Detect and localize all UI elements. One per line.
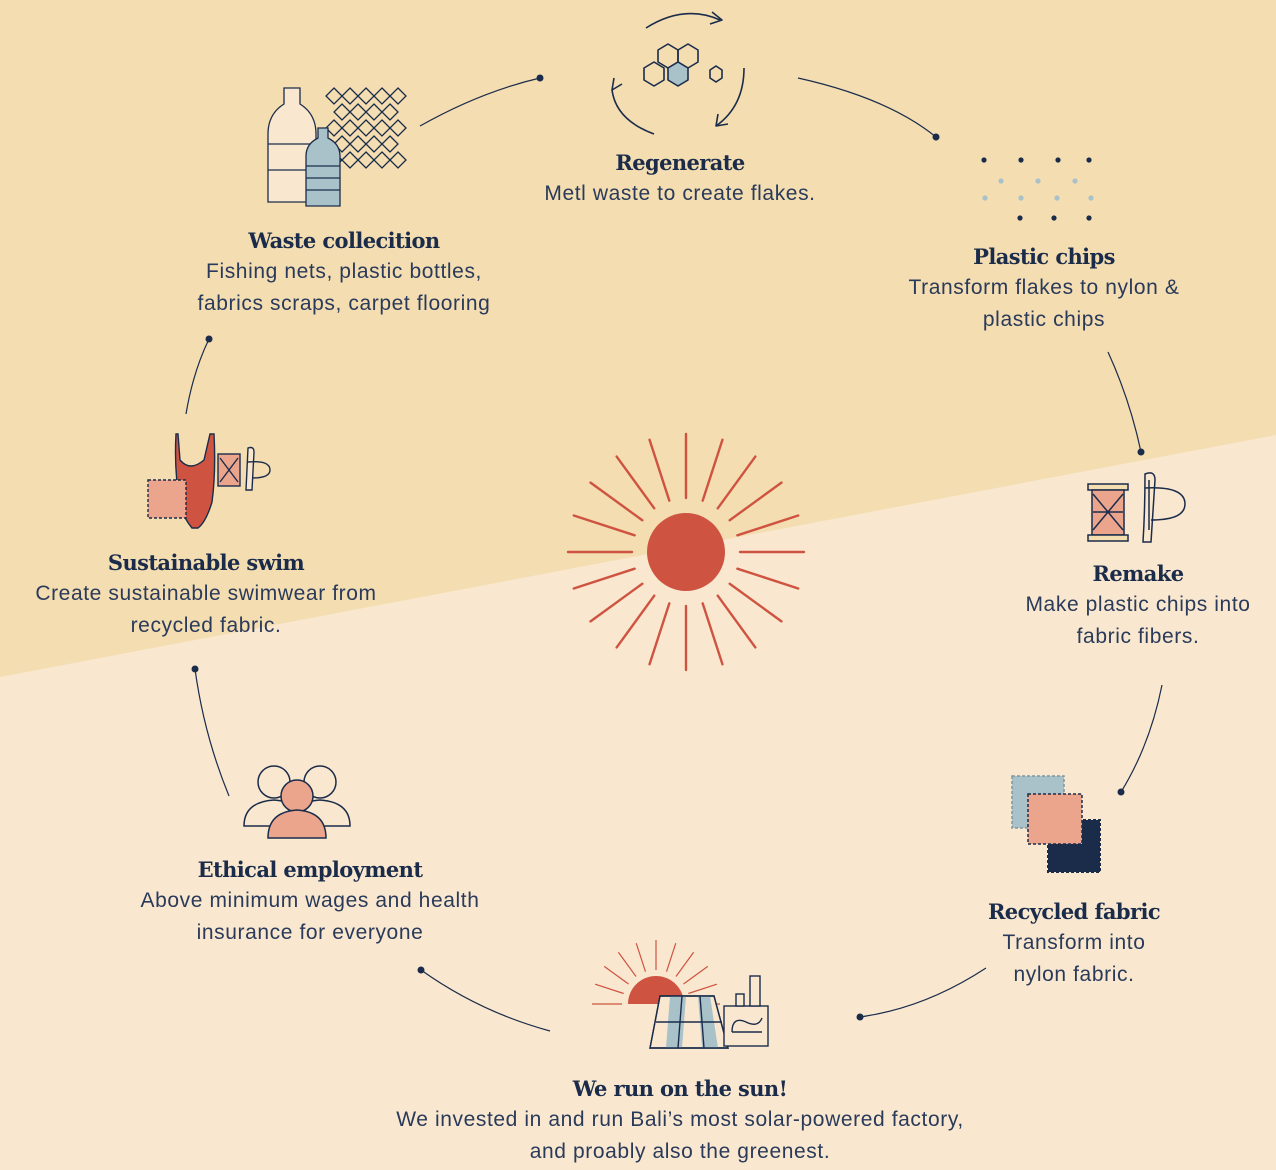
- step-recycled-fabric-desc: Transform into nylon fabric.: [1002, 931, 1146, 986]
- connector-waste-to-regenerate: [419, 77, 541, 127]
- connector-fabric-to-sun: [859, 967, 987, 1018]
- step-waste-collection-title: Waste collecition: [248, 228, 440, 253]
- swimsuit-icon: [147, 433, 271, 529]
- step-remake-title: Remake: [1092, 561, 1185, 586]
- connector-dot: [205, 335, 213, 343]
- step-ethical-employment: Ethical employment Above minimum wages a…: [100, 855, 520, 949]
- connector-swim-to-waste: [185, 338, 210, 415]
- step-sun-power-title: We run on the sun!: [572, 1076, 788, 1101]
- step-sustainable-swim-desc: Create sustainable swimwear from recycle…: [35, 582, 377, 637]
- step-regenerate-desc: Metl waste to create flakes.: [544, 182, 816, 205]
- step-ethical-employment-title: Ethical employment: [197, 857, 423, 882]
- connector-dot: [417, 966, 425, 974]
- spool-needle-icon: [1087, 472, 1186, 543]
- fabric-swatches-icon: [1011, 775, 1101, 873]
- step-waste-collection: Waste collecition Fishing nets, plastic …: [178, 226, 510, 320]
- step-sustainable-swim-title: Sustainable swim: [107, 550, 305, 575]
- connector-chips-to-remake: [1107, 351, 1142, 453]
- recycle-hexagons-icon: [611, 11, 745, 135]
- step-recycled-fabric-title: Recycled fabric: [987, 899, 1161, 924]
- sun-icon: [566, 432, 806, 672]
- connector-ethical-to-swim: [194, 668, 230, 797]
- step-regenerate-title: Regenerate: [615, 150, 745, 175]
- step-regenerate: Regenerate Metl waste to create flakes.: [498, 148, 862, 210]
- people-icon: [243, 765, 351, 839]
- connector-remake-to-fabric: [1120, 684, 1163, 793]
- bottles-net-icon: [267, 87, 407, 207]
- connector-dot: [856, 1013, 864, 1021]
- step-plastic-chips: Plastic chips Transform flakes to nylon …: [864, 242, 1224, 336]
- connector-sun-to-ethical: [420, 969, 551, 1032]
- step-remake: Remake Make plastic chips into fabric fi…: [1000, 559, 1276, 653]
- dots-chips-icon: [981, 157, 1094, 221]
- connector-dot: [536, 74, 544, 82]
- solar-factory-icon: [592, 940, 769, 1049]
- connector-dot: [1137, 448, 1145, 456]
- step-sun-power-desc: We invested in and run Bali’s most solar…: [396, 1108, 964, 1163]
- step-ethical-employment-desc: Above minimum wages and health insurance…: [140, 889, 480, 944]
- step-recycled-fabric: Recycled fabric Transform into nylon fab…: [960, 897, 1188, 991]
- step-sun-power: We run on the sun! We invested in and ru…: [384, 1074, 976, 1168]
- step-remake-desc: Make plastic chips into fabric fibers.: [1025, 593, 1251, 648]
- step-plastic-chips-desc: Transform flakes to nylon & plastic chip…: [908, 276, 1180, 331]
- connector-dot: [191, 665, 199, 673]
- connector-regenerate-to-chips: [797, 77, 937, 138]
- connector-dot: [1117, 788, 1125, 796]
- step-waste-collection-desc: Fishing nets, plastic bottles, fabrics s…: [197, 260, 491, 315]
- connector-dot: [932, 133, 940, 141]
- step-sustainable-swim: Sustainable swim Create sustainable swim…: [0, 548, 412, 642]
- step-plastic-chips-title: Plastic chips: [973, 244, 1115, 269]
